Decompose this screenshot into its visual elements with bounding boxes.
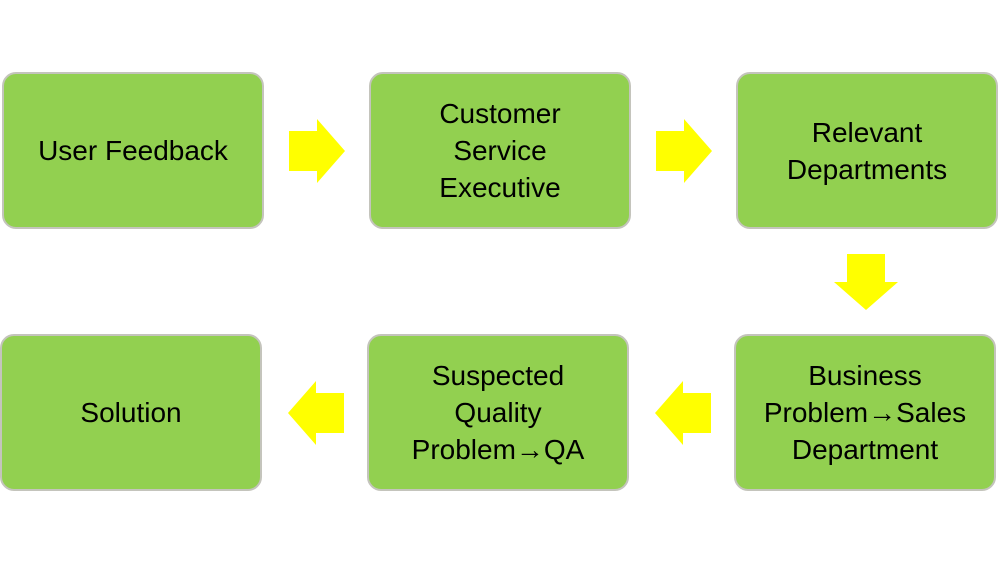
arrow-right-icon xyxy=(289,119,345,183)
node-user-feedback: User Feedback xyxy=(2,72,264,229)
node-solution: Solution xyxy=(0,334,262,491)
arrow-left-icon xyxy=(655,381,711,445)
arrow-down-icon xyxy=(834,254,898,310)
node-business-problem-sales: Business Problem→Sales Department xyxy=(734,334,996,491)
node-relevant-departments: Relevant Departments xyxy=(736,72,998,229)
node-customer-service-executive: Customer Service Executive xyxy=(369,72,631,229)
node-suspected-quality-qa: Suspected Quality Problem→QA xyxy=(367,334,629,491)
arrow-right-icon xyxy=(656,119,712,183)
arrow-left-icon xyxy=(288,381,344,445)
